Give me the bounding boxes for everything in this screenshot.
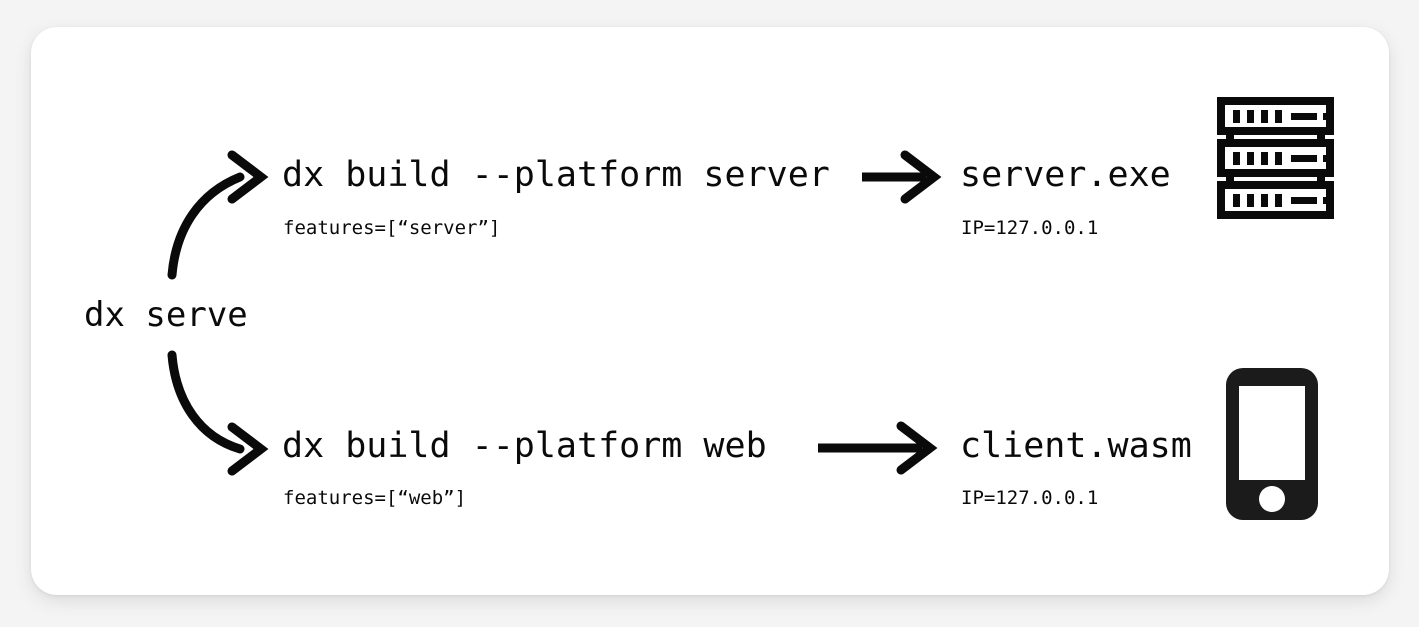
web-output-artifact: client.wasm — [960, 426, 1192, 466]
web-features-label: features=[“web”] — [283, 487, 467, 509]
server-build-command: dx build --platform server — [282, 155, 830, 195]
server-features-label: features=[“server”] — [283, 217, 501, 239]
web-build-command: dx build --platform web — [282, 426, 767, 466]
curved-arrow-up — [167, 150, 269, 280]
straight-arrow-server — [862, 150, 942, 204]
diagram-card — [31, 27, 1389, 595]
mobile-phone-icon — [1226, 368, 1318, 520]
dx-serve-root-label: dx serve — [84, 295, 248, 335]
web-output-ip: IP=127.0.0.1 — [961, 487, 1099, 509]
server-output-artifact: server.exe — [960, 155, 1171, 195]
server-output-ip: IP=127.0.0.1 — [961, 217, 1099, 239]
straight-arrow-web — [818, 421, 938, 475]
server-rack-icon — [1213, 93, 1338, 221]
curved-arrow-down — [167, 350, 269, 476]
